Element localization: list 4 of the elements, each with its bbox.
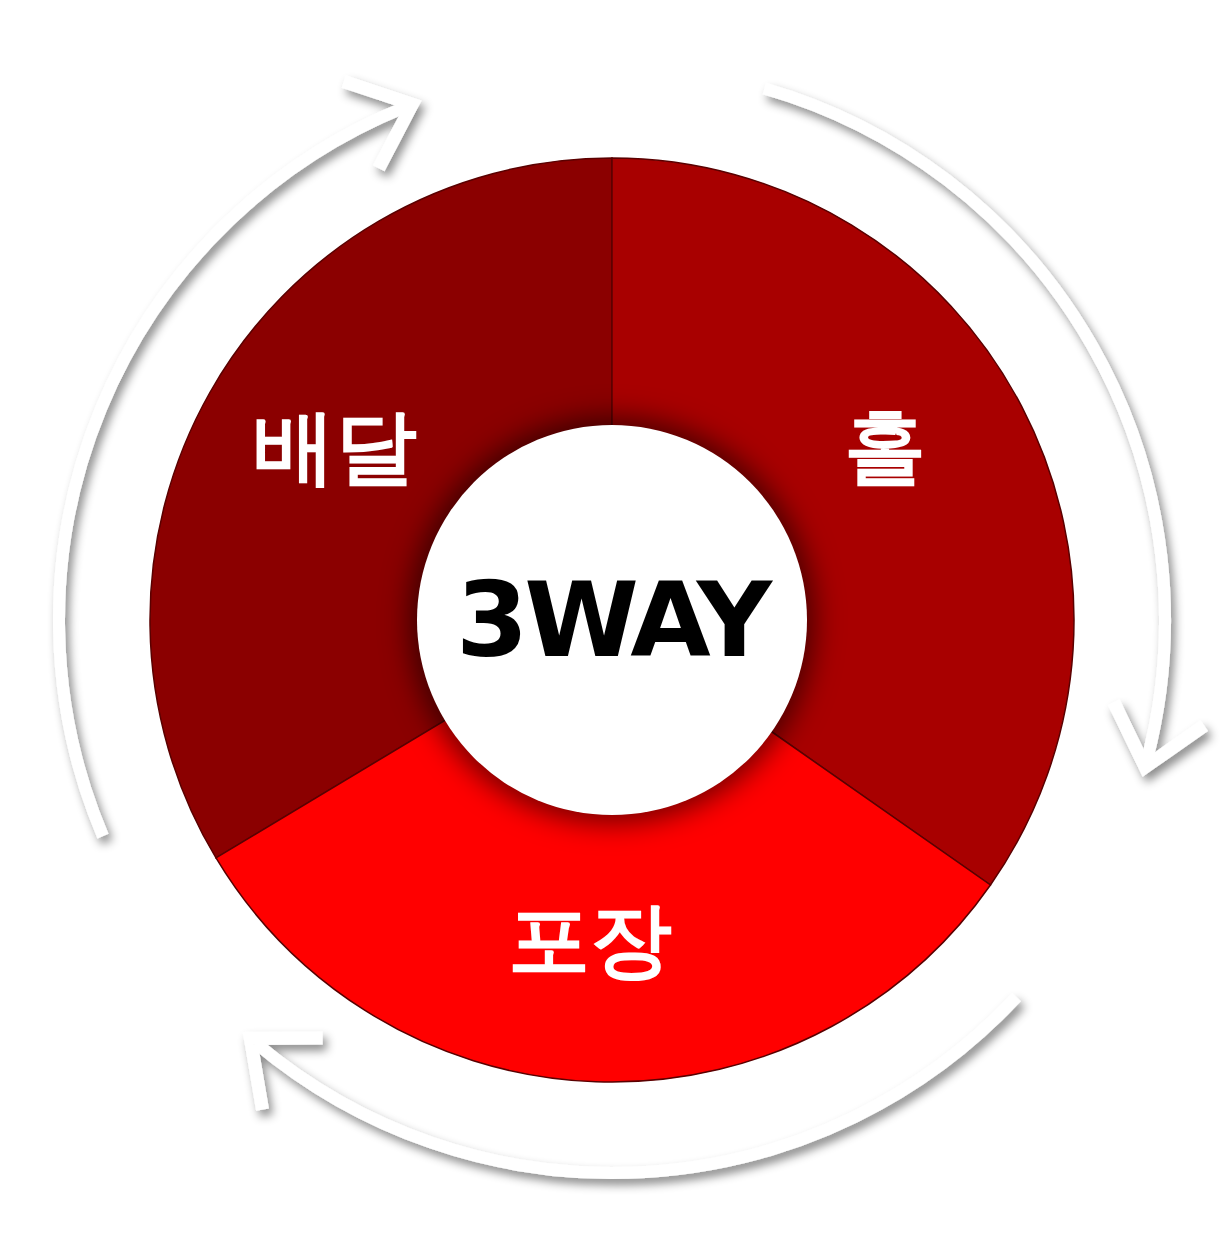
sector-label: 배달 [253, 406, 417, 488]
sector-label: 포장 [508, 899, 672, 981]
center-label: 3WAY [455, 568, 769, 672]
sector-label: 홀 [844, 406, 926, 488]
